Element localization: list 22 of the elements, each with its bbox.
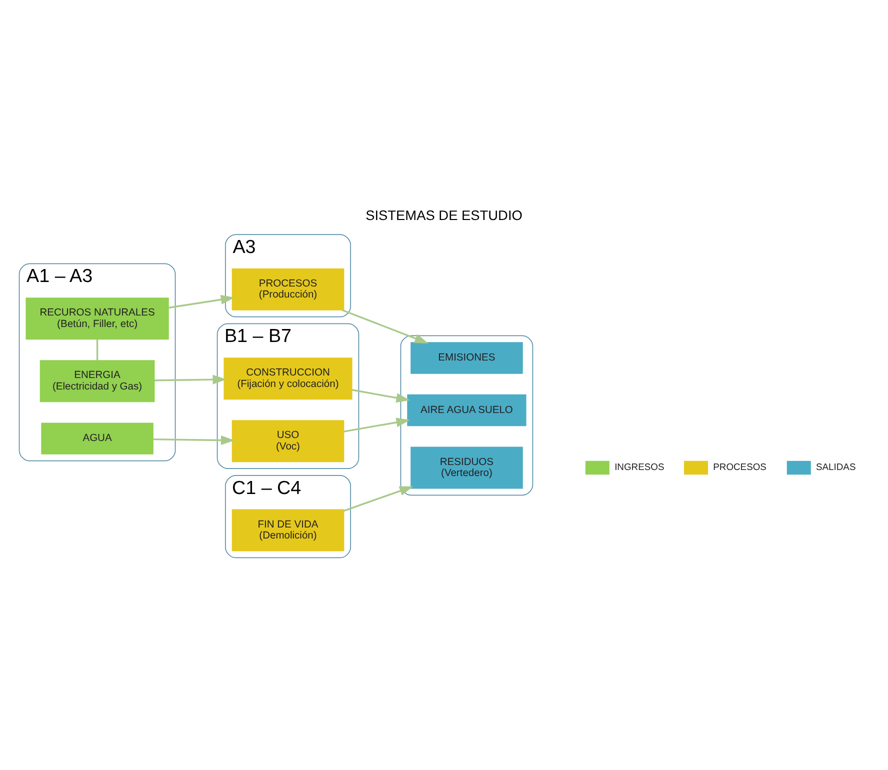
node-box: CONSTRUCCION (Fijación y colocación): [224, 358, 352, 400]
arrow: [344, 418, 410, 432]
node-box: USO (Voc): [232, 420, 344, 462]
node-box: EMISIONES: [410, 342, 523, 374]
legend-label: INGRESOS: [614, 461, 664, 472]
arrow: [154, 374, 226, 384]
legend-label: SALIDAS: [816, 461, 856, 472]
node-box: RESIDUOS (Vertedero): [410, 446, 523, 489]
arrow: [153, 435, 235, 446]
node-box: PROCESOS (Producción): [232, 268, 344, 310]
node-box: FIN DE VIDA (Demolición): [232, 509, 344, 552]
connector: [96, 339, 98, 360]
arrow: [342, 309, 428, 344]
node-box: AGUA: [41, 422, 154, 454]
node-box: RECUROS NATURALES (Betún, Filler, etc): [26, 298, 169, 340]
node-box: AIRE AGUA SUELO: [407, 394, 526, 426]
arrow: [352, 389, 410, 403]
node-box: ENERGIA (Electricidad y Gas): [40, 360, 155, 402]
legend-label: PROCESOS: [713, 461, 766, 472]
arrow: [168, 294, 235, 309]
diagram-title: SISTEMAS DE ESTUDIO: [366, 208, 522, 223]
arrow: [344, 486, 414, 512]
